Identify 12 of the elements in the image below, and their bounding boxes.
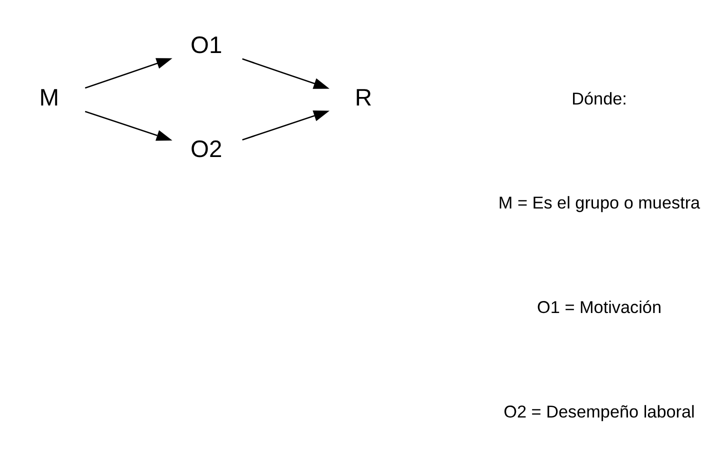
label: O1 = Motivación (537, 296, 662, 317)
label: Dónde: (572, 88, 627, 108)
node-text: R (354, 84, 372, 112)
arrow (242, 58, 330, 88)
arrow (84, 110, 172, 140)
node-text: M (39, 84, 60, 112)
arrow (84, 58, 172, 88)
label: O2 = Desempeño laboral (504, 400, 695, 421)
arrow (242, 110, 330, 140)
label: M = Es el grupo o muestra (498, 192, 700, 212)
node-text: O2 (190, 136, 222, 163)
node-text: O1 (190, 31, 222, 58)
